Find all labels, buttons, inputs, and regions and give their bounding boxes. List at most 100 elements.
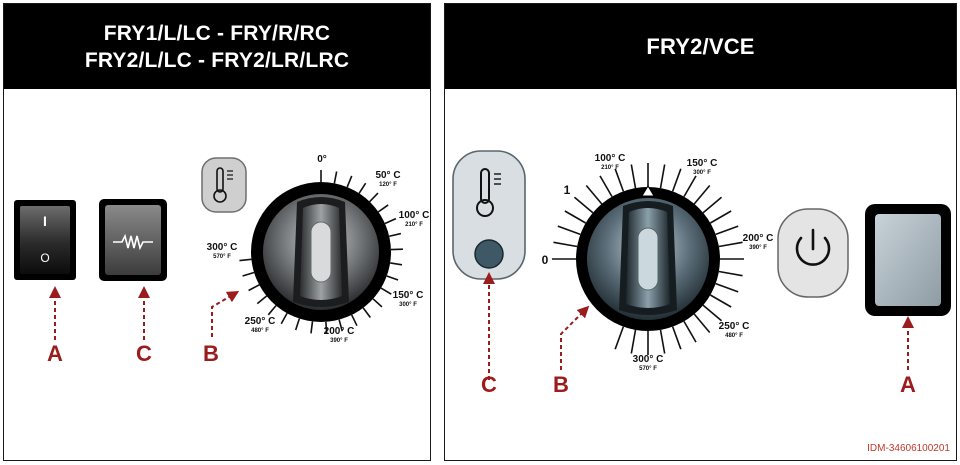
dial-tick: [671, 168, 682, 192]
right-title: FRY2/VCE: [646, 34, 755, 59]
dial-tick: [242, 271, 255, 277]
dial-tick: [256, 295, 268, 305]
thermostat-knob[interactable]: [239, 170, 403, 334]
dial-tick: [683, 320, 697, 343]
dial-tick: [659, 164, 666, 189]
dial-tick: [390, 262, 403, 266]
callout-b-arrow: [560, 305, 590, 370]
dial-label-210f: 210° F: [601, 165, 619, 171]
dial-tick: [553, 241, 578, 248]
dial-label-570f: 570° F: [639, 366, 657, 372]
dial-label-200c: 200° C: [324, 326, 355, 337]
power-indicator-lamp: [865, 204, 951, 316]
power-icon: [795, 228, 831, 266]
dial-tick-marks: [552, 163, 744, 355]
heating-element-icon: [113, 233, 153, 251]
dial-tick: [362, 307, 371, 318]
dial-tick: [239, 258, 252, 262]
callout-a: A: [47, 341, 63, 366]
dial-tick: [248, 284, 260, 292]
dial-label-390f: 390° F: [749, 245, 767, 251]
thermometer-icon: [213, 167, 233, 203]
right-panel: FRY2/VCE: [444, 3, 957, 461]
dial-tick: [346, 175, 353, 188]
thermostat-indicator-panel: [452, 150, 526, 280]
heating-indicator-lamp: [99, 199, 167, 281]
dial-tick: [377, 204, 389, 213]
dial-tick: [630, 164, 637, 189]
callout-c: C: [136, 341, 152, 366]
dial-label-480f: 480° F: [251, 328, 269, 334]
dial-label-210f: 210° F: [405, 222, 423, 228]
dial-tick: [718, 241, 743, 248]
dial-label-50c: 50° C: [375, 170, 400, 181]
dial-tick: [702, 196, 723, 214]
dial-tick: [267, 305, 277, 316]
dial-label-150c: 150° C: [393, 290, 424, 301]
dial-tick: [333, 171, 338, 184]
main-power-rocker-switch[interactable]: I O: [14, 200, 76, 280]
dial-tick: [614, 326, 625, 350]
dial-tick: [358, 182, 367, 194]
thermostat-lamp: [474, 239, 504, 269]
dial-tick: [573, 196, 594, 214]
dial-pointer: [641, 185, 655, 197]
dial-tick: [372, 298, 383, 308]
rocker-on-symbol: I: [43, 213, 47, 229]
dial-tick: [389, 232, 402, 238]
left-title-line2: FRY2/L/LC - FRY2/LR/LRC: [84, 48, 350, 72]
callout-b: B: [203, 341, 219, 366]
left-panel-header: FRY1/L/LC - FRY/R/RC FRY2/L/LC - FRY2/LR…: [4, 4, 430, 89]
dial-tick: [709, 210, 732, 224]
callout-b: B: [553, 372, 569, 397]
dial-tick: [683, 175, 697, 198]
dial-label-0: 0°: [317, 154, 327, 165]
dial-tick: [599, 175, 613, 198]
dial-label-300c: 300° C: [633, 354, 664, 365]
dial-tick: [557, 225, 581, 236]
dial-tick: [630, 329, 637, 354]
dial-tick: [325, 321, 328, 334]
dial-tick: [718, 270, 743, 277]
document-id: IDM-34606100201: [867, 443, 950, 454]
dial-tick: [564, 210, 587, 224]
left-title-line1: FRY1/L/LC - FRY/R/RC: [103, 21, 331, 45]
dial-tick: [702, 304, 723, 322]
dial-tick: [715, 225, 739, 236]
dial-tick: [294, 318, 301, 331]
left-panel-drawing: I O: [14, 154, 430, 366]
right-panel-drawing: 0 1 100° C 210° F 150° C 300° F 200° C 3…: [452, 150, 951, 397]
dial-label-300f: 300° F: [399, 302, 417, 308]
dial-label-250c: 250° C: [245, 316, 276, 327]
thermostat-knob[interactable]: [552, 163, 744, 355]
dial-tick: [369, 192, 379, 203]
dial-tick: [384, 217, 397, 225]
power-button[interactable]: [777, 208, 849, 298]
dial-tick: [310, 321, 314, 334]
rocker-off-symbol: O: [40, 251, 49, 265]
right-panel-header: FRY2/VCE: [445, 4, 956, 89]
dial-tick: [380, 287, 392, 295]
dial-tick: [386, 275, 399, 281]
dial-tick: [709, 294, 732, 308]
callout-a: A: [900, 372, 916, 397]
dial-tick: [280, 312, 288, 325]
thermostat-lamp: [201, 157, 247, 213]
dial-tick: [614, 168, 625, 192]
dial-tick: [659, 329, 666, 354]
dial-label-1: 1: [564, 183, 571, 197]
dial-tick: [693, 184, 711, 205]
left-panel: FRY1/L/LC - FRY/R/RC FRY2/L/LC - FRY2/LR…: [3, 3, 431, 461]
thermometer-icon: [476, 168, 501, 217]
dial-tick: [671, 326, 682, 350]
dial-tick: [715, 282, 739, 293]
dial-label-200c: 200° C: [743, 233, 774, 244]
dial-label-100c: 100° C: [399, 210, 430, 221]
dial-label-0: 0: [542, 253, 549, 267]
dial-tick: [693, 313, 711, 334]
dial-label-570f: 570° F: [213, 254, 231, 260]
dial-label-300c: 300° C: [207, 242, 238, 253]
dial-label-300f: 300° F: [693, 170, 711, 176]
dial-label-250c: 250° C: [719, 321, 750, 332]
dial-label-100c: 100° C: [595, 153, 626, 164]
